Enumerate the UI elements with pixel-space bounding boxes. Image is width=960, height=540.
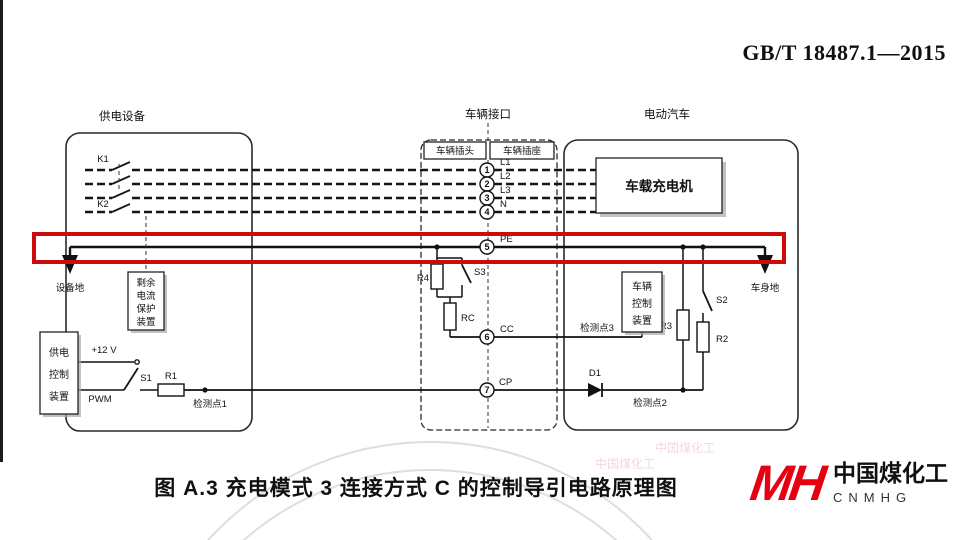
cp-supply-circuit (78, 359, 480, 397)
svg-text:1: 1 (484, 165, 489, 175)
vehicle-socket-label-box: 车辆插座 (489, 141, 555, 160)
watermark-text: 中国煤化工 (595, 456, 655, 471)
resistor-r3 (676, 309, 690, 341)
resistor-r1 (157, 383, 185, 397)
resistor-r2 (696, 321, 710, 353)
equipment-ground-symbol (62, 247, 78, 274)
svg-text:装置: 装置 (632, 314, 652, 327)
svg-text:L2: L2 (500, 171, 511, 182)
svg-text:L1: L1 (500, 157, 511, 168)
svg-text:3: 3 (484, 193, 489, 203)
vehicle-controller-box: 车辆 控制 装置 (621, 271, 665, 335)
svg-text:6: 6 (484, 332, 489, 342)
terminals: 1 L1 2 L2 3 L3 4 N 5 PE 6 CC 7 CP (479, 157, 514, 398)
resistor-rc (443, 302, 457, 331)
logo-block: MH 中国煤化工 CNMHG (747, 455, 948, 511)
watermark-arcs (206, 441, 654, 540)
plus12v-label: +12 V (91, 345, 117, 356)
svg-text:PE: PE (500, 234, 513, 245)
svg-text:CC: CC (500, 324, 514, 335)
svg-text:装置: 装置 (136, 316, 155, 328)
contactor-k2-label: K2 (97, 199, 109, 210)
switch-s2-label: S2 (716, 295, 728, 306)
svg-text:控制: 控制 (49, 368, 69, 381)
switch-s1 (123, 367, 139, 391)
svg-text:车辆: 车辆 (632, 280, 652, 293)
svg-text:控制: 控制 (632, 297, 652, 310)
logo-mark-icon: MH (747, 455, 827, 511)
electric-vehicle-box (563, 139, 799, 431)
check-point3-label: 检测点3 (580, 322, 614, 334)
vehicle-interface-box (420, 139, 558, 431)
svg-text:CP: CP (499, 377, 512, 388)
logo-company-name: 中国煤化工 (833, 459, 948, 486)
svg-text:2: 2 (484, 179, 489, 189)
resistor-r4-label: R4 (417, 273, 429, 284)
switch-s1-label: S1 (140, 373, 152, 384)
standard-number: GB/T 18487.1—2015 (742, 40, 946, 65)
watermark-text: 中国煤化工 (655, 440, 715, 455)
ac-wires (85, 161, 596, 214)
svg-text:剩余: 剩余 (136, 277, 156, 289)
diode-d1-label: D1 (589, 368, 601, 379)
svg-text:L3: L3 (500, 185, 511, 196)
contactor-k1-label: K1 (97, 154, 109, 165)
pwm-label: PWM (88, 394, 111, 405)
resistor-r3-label: R3 (660, 321, 672, 332)
scan-edge-artifact (0, 0, 3, 462)
svg-text:车载充电机: 车载充电机 (625, 178, 693, 194)
section-label-electric-vehicle: 电动汽车 (644, 107, 690, 121)
section-label-vehicle-interface: 车辆接口 (465, 107, 511, 121)
check-point1-label: 检测点1 (193, 398, 227, 410)
switch-s3 (461, 264, 472, 284)
resistor-rc-label: RC (461, 313, 475, 324)
plug-cc-chain (430, 247, 472, 337)
rcd-box: 剩余 电流 保护 装置 (127, 271, 167, 333)
resistor-r1-label: R1 (165, 371, 177, 382)
supply-equipment-box (65, 132, 253, 432)
check-point2-label: 检测点2 (633, 397, 667, 409)
switch-s3-label: S3 (474, 267, 486, 278)
figure-caption: 图 A.3 充电模式 3 连接方式 C 的控制导引电路原理图 (154, 477, 678, 500)
svg-text:供电: 供电 (49, 346, 69, 359)
svg-text:7: 7 (484, 385, 489, 395)
diode-d1 (588, 383, 602, 397)
section-label-supply-equipment: 供电设备 (99, 109, 145, 123)
supply-controller-box: 供电 控制 装置 (39, 331, 81, 417)
cp-vehicle-circuit (494, 247, 713, 397)
svg-text:4: 4 (484, 207, 489, 217)
equipment-ground-label: 设备地 (56, 282, 85, 294)
svg-text:保护: 保护 (136, 303, 155, 315)
svg-text:N: N (500, 199, 507, 210)
vehicle-plug-label-box: 车辆插头 (423, 141, 487, 160)
switch-s2 (702, 290, 713, 312)
body-ground-label: 车身地 (751, 282, 780, 294)
svg-text:车辆插头: 车辆插头 (436, 145, 474, 157)
svg-text:车辆插座: 车辆插座 (503, 145, 542, 157)
logo-company-abbr: CNMHG (833, 490, 913, 506)
onboard-charger-box: 车载充电机 (595, 157, 726, 217)
body-ground-symbol (757, 247, 773, 274)
svg-text:5: 5 (484, 242, 489, 252)
resistor-r2-label: R2 (716, 334, 728, 345)
check-point1-node (202, 387, 208, 393)
resistor-r4 (430, 263, 444, 290)
pe-highlight-box (32, 232, 786, 264)
svg-text:电流: 电流 (136, 290, 156, 302)
svg-text:装置: 装置 (49, 390, 69, 403)
